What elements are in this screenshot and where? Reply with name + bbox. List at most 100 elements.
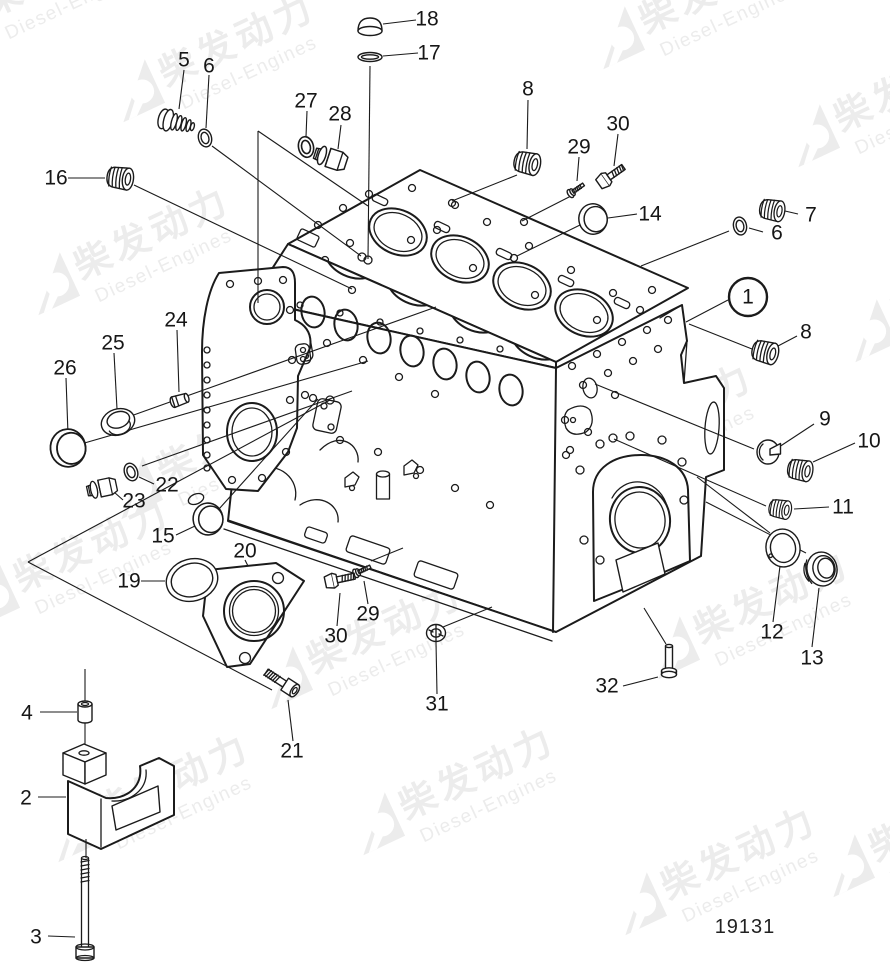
callout-number-7: 7 <box>805 204 817 227</box>
leader-line <box>138 476 155 485</box>
cupplug-26 <box>49 428 87 468</box>
leader-line <box>65 377 69 435</box>
callout-7: 7 <box>805 204 817 227</box>
cupplug-14 <box>578 203 608 235</box>
callout-number-3: 3 <box>30 926 42 949</box>
callout-6-top: 6 <box>203 55 215 78</box>
callout-number-16: 16 <box>44 167 67 190</box>
callout-number-6-right: 6 <box>771 222 783 245</box>
callout-number-26: 26 <box>53 357 76 380</box>
leader-line <box>382 19 417 25</box>
callout-number-6-top: 6 <box>203 55 215 78</box>
callout-number-30-bottom: 30 <box>324 625 347 648</box>
callout-24: 24 <box>164 309 188 332</box>
leader-line <box>777 335 798 347</box>
leader-line <box>205 74 210 129</box>
callout-number-8-right: 8 <box>800 321 812 344</box>
leader-line <box>643 607 667 645</box>
leader-line <box>784 210 799 215</box>
callout-number-27: 27 <box>294 90 317 113</box>
watermark-cn-text: 柴发动力 <box>827 31 890 139</box>
callout-15: 15 <box>151 525 174 548</box>
leader-line <box>176 329 180 393</box>
callout-31: 31 <box>425 693 448 716</box>
callout-number-15: 15 <box>151 525 174 548</box>
leader-line <box>113 491 124 501</box>
ring-25 <box>100 407 136 437</box>
lipseal-13 <box>803 551 838 587</box>
callout-number-23: 23 <box>122 490 145 513</box>
plug-10 <box>786 458 814 483</box>
callout-number-4: 4 <box>21 702 33 725</box>
callout-20: 20 <box>233 540 256 563</box>
oring-17 <box>357 51 383 63</box>
leader-line <box>218 398 319 510</box>
callout-27: 27 <box>294 90 317 113</box>
leader-line <box>382 52 419 57</box>
leader-line <box>594 383 755 450</box>
callout-number-22: 22 <box>155 474 178 497</box>
callout-number-8-top: 8 <box>522 78 534 101</box>
bearing-cap-2 <box>62 743 175 850</box>
callout-number-1: 1 <box>742 286 754 309</box>
watermark-logo-icon <box>0 564 21 628</box>
oring-22 <box>123 462 139 482</box>
callout-16: 16 <box>44 167 67 190</box>
leader-line <box>696 476 771 534</box>
callout-11: 11 <box>832 496 854 519</box>
plug-11 <box>768 498 793 521</box>
callout-number-18: 18 <box>415 8 438 31</box>
callout-10: 10 <box>857 430 880 453</box>
bolt-3 <box>75 855 95 962</box>
callout-number-11: 11 <box>832 496 854 519</box>
callout-number-14: 14 <box>638 203 662 226</box>
leader-line <box>812 442 856 463</box>
leader-line <box>613 438 767 507</box>
leader-line <box>811 587 820 648</box>
leader-line <box>175 525 196 536</box>
callout-2: 2 <box>20 787 32 810</box>
leader-line <box>141 390 353 467</box>
leader-line <box>688 323 753 350</box>
callout-12: 12 <box>760 621 783 644</box>
callout-number-21: 21 <box>280 740 303 763</box>
leader-line <box>367 65 371 260</box>
callout-number-10: 10 <box>857 430 880 453</box>
hexplug-23 <box>85 477 119 499</box>
leader-line <box>526 99 529 150</box>
leader-line <box>516 224 581 257</box>
callout-23: 23 <box>122 490 145 513</box>
watermark-cn-text: 柴发动力 <box>862 761 890 869</box>
callout-number-2: 2 <box>20 787 32 810</box>
callout-number-25: 25 <box>101 332 124 355</box>
oring-31 <box>425 623 447 643</box>
leader-line <box>772 565 781 623</box>
callout-32: 32 <box>595 675 618 698</box>
callout-number-17: 17 <box>417 42 440 65</box>
callout-number-29-top: 29 <box>567 136 590 159</box>
leader-line <box>521 195 572 222</box>
leader-line <box>244 559 249 567</box>
plug-16 <box>106 166 135 191</box>
callout-29-top: 29 <box>567 136 590 159</box>
callout-number-20: 20 <box>233 540 256 563</box>
leader-line <box>113 352 118 410</box>
callout-number-31: 31 <box>425 693 448 716</box>
leader-line <box>133 184 353 290</box>
callout-number-13: 13 <box>800 647 823 670</box>
callout-6-right: 6 <box>771 222 783 245</box>
oil-pan-rail <box>223 519 557 642</box>
leader-line <box>685 299 729 323</box>
callout-5: 5 <box>178 49 190 72</box>
head-gasket <box>287 169 689 363</box>
gasket-plate-20 <box>202 562 305 668</box>
